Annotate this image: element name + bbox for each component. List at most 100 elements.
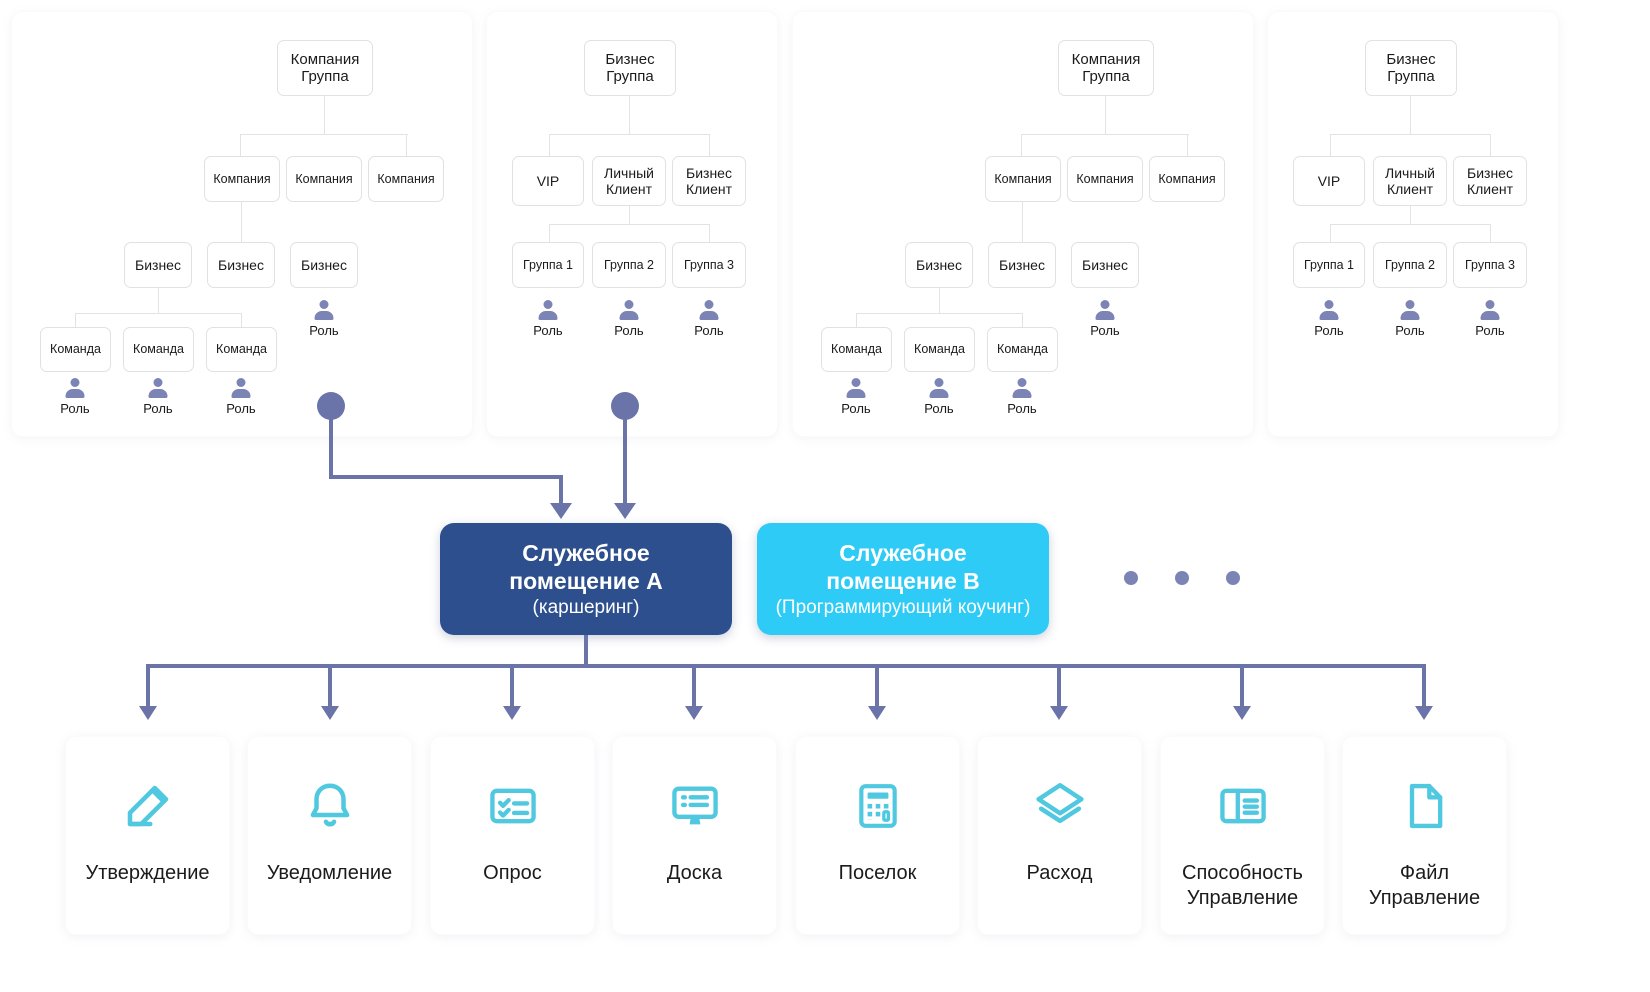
tree-line xyxy=(549,134,551,156)
feature-card-board[interactable]: Доска xyxy=(613,737,776,934)
feature-card-approval[interactable]: Утверждение xyxy=(66,737,229,934)
role-label: Роль xyxy=(1090,323,1120,338)
feature-card-expense[interactable]: Расход xyxy=(978,737,1141,934)
node-level2[interactable]: Бизнес Клиент xyxy=(1453,156,1527,206)
node-level3[interactable]: Группа 3 xyxy=(672,242,746,288)
tree-line xyxy=(939,288,941,313)
arrow-down-icon xyxy=(139,706,157,720)
person-icon xyxy=(45,378,105,400)
tree-line xyxy=(856,313,1022,315)
node-root[interactable]: Компания Группа xyxy=(1058,40,1154,96)
role-label: Роль xyxy=(1314,323,1344,338)
node-level4[interactable]: Команда xyxy=(40,327,111,372)
bus-drop xyxy=(1422,664,1426,708)
node-level2[interactable]: Личный Клиент xyxy=(592,156,666,206)
bus-stem xyxy=(584,635,588,666)
tree-line xyxy=(1105,96,1107,134)
role-label: Роль xyxy=(1007,401,1037,416)
service-room-b[interactable]: Служебное помещение B (Программирующий к… xyxy=(757,523,1049,635)
node-level3[interactable]: Группа 1 xyxy=(1293,242,1365,288)
node-level2[interactable]: Бизнес Клиент xyxy=(672,156,746,206)
node-root[interactable]: Бизнес Группа xyxy=(584,40,676,96)
person-icon xyxy=(679,300,739,322)
feature-label: Опрос xyxy=(483,862,542,884)
person-icon xyxy=(1460,300,1520,322)
tree-line xyxy=(1022,313,1024,327)
checklist-card-icon xyxy=(484,777,542,835)
tree-line xyxy=(240,134,408,136)
layers-icon xyxy=(1031,777,1089,835)
person-icon xyxy=(128,378,188,400)
role-label: Роль xyxy=(694,323,724,338)
node-level4[interactable]: Команда xyxy=(821,327,892,372)
node-level3[interactable]: Бизнес xyxy=(290,242,358,288)
service-room-a-subtitle: (каршеринг) xyxy=(532,597,640,619)
tree-line xyxy=(856,313,858,327)
role-marker: Роль xyxy=(909,378,969,416)
role-marker: Роль xyxy=(1380,300,1440,338)
node-level3[interactable]: Бизнес xyxy=(988,242,1056,288)
node-level2[interactable]: Компания xyxy=(204,156,280,202)
person-icon xyxy=(909,378,969,400)
node-level3[interactable]: Бизнес xyxy=(905,242,973,288)
connector-line xyxy=(623,406,627,507)
feature-card-survey[interactable]: Опрос xyxy=(431,737,594,934)
service-room-b-subtitle: (Программирующий коучинг) xyxy=(775,597,1031,619)
person-icon xyxy=(826,378,886,400)
role-label: Роль xyxy=(1475,323,1505,338)
node-level3[interactable]: Группа 3 xyxy=(1453,242,1527,288)
node-level2[interactable]: Компания xyxy=(985,156,1061,202)
tree-line xyxy=(1410,96,1412,134)
service-room-a[interactable]: Служебное помещение A (каршеринг) xyxy=(440,523,732,635)
bus-drop xyxy=(1240,664,1244,708)
connector-line xyxy=(329,406,333,479)
feature-label: Способность Управление xyxy=(1182,862,1303,909)
person-icon xyxy=(211,378,271,400)
node-level4[interactable]: Команда xyxy=(206,327,277,372)
node-level3[interactable]: Бизнес xyxy=(207,242,275,288)
node-root[interactable]: Бизнес Группа xyxy=(1365,40,1457,96)
feature-card-settlement[interactable]: Поселок xyxy=(796,737,959,934)
tree-line xyxy=(240,134,242,156)
node-root[interactable]: Компания Группа xyxy=(277,40,373,96)
bus-drop xyxy=(146,664,150,708)
node-level3[interactable]: Группа 2 xyxy=(1373,242,1447,288)
feature-card-ability-management[interactable]: Способность Управление xyxy=(1161,737,1324,934)
node-level2[interactable]: Компания xyxy=(286,156,362,202)
bus-drop xyxy=(692,664,696,708)
node-level4[interactable]: Команда xyxy=(123,327,194,372)
arrow-down-icon xyxy=(550,503,572,519)
node-level2[interactable]: Личный Клиент xyxy=(1373,156,1447,206)
feature-card-file-management[interactable]: Файл Управление xyxy=(1343,737,1506,934)
node-level2[interactable]: VIP xyxy=(1293,156,1365,206)
tree-line xyxy=(241,202,243,242)
tree-line xyxy=(1330,134,1332,156)
bus-drop xyxy=(1057,664,1061,708)
board-monitor-icon xyxy=(666,777,724,835)
arrow-down-icon xyxy=(685,706,703,720)
arrow-down-icon xyxy=(614,503,636,519)
role-marker: Роль xyxy=(992,378,1052,416)
node-level3[interactable]: Группа 2 xyxy=(592,242,666,288)
node-level4[interactable]: Команда xyxy=(987,327,1058,372)
node-level2[interactable]: Компания xyxy=(1067,156,1143,202)
feature-label: Уведомление xyxy=(266,862,393,884)
tree-line xyxy=(1410,206,1412,224)
feature-card-notification[interactable]: Уведомление xyxy=(248,737,411,934)
tree-line xyxy=(549,224,709,226)
node-level2[interactable]: Компания xyxy=(368,156,444,202)
role-label: Роль xyxy=(614,323,644,338)
tree-line xyxy=(549,134,709,136)
org-panel-business-group-1: Бизнес Группа VIP Личный Клиент Бизнес К… xyxy=(487,12,777,436)
node-level3[interactable]: Бизнес xyxy=(1071,242,1139,288)
node-level3[interactable]: Группа 1 xyxy=(512,242,584,288)
node-level2[interactable]: Компания xyxy=(1149,156,1225,202)
role-marker: Роль xyxy=(826,378,886,416)
node-level2[interactable]: VIP xyxy=(512,156,584,206)
role-label: Роль xyxy=(226,401,256,416)
node-level4[interactable]: Команда xyxy=(904,327,975,372)
person-icon xyxy=(518,300,578,322)
node-level3[interactable]: Бизнес xyxy=(124,242,192,288)
tree-line xyxy=(1330,134,1490,136)
